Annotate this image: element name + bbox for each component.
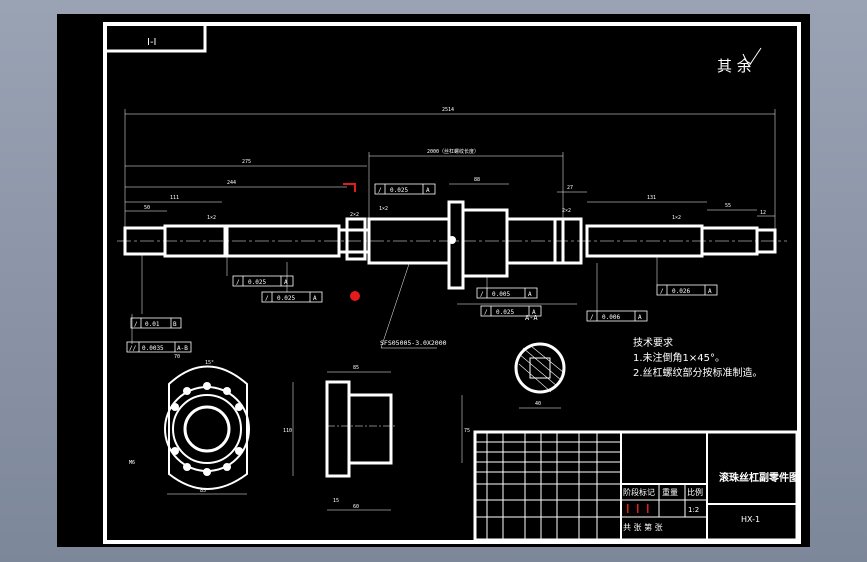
- dim-88: 88: [474, 177, 480, 183]
- svg-text:0.0035: 0.0035: [142, 345, 164, 352]
- flange-dim: 70: [174, 354, 180, 360]
- drawing-canvas: I-I 其 余 2514 2000（丝杠螺纹长度） 275 244 111 50: [103, 22, 801, 544]
- svg-text:0.01: 0.01: [145, 321, 160, 328]
- nut-side-view: 85 110 75 15 60: [283, 365, 470, 511]
- drawing-border: [103, 22, 801, 544]
- flange-dim: 15°: [205, 360, 214, 366]
- svg-text:0.025: 0.025: [496, 309, 514, 316]
- tech-req-title: 技术要求: [633, 336, 673, 349]
- nut-dim: 75: [464, 428, 470, 434]
- view-label: I-I: [147, 37, 157, 48]
- screw-shaft: [123, 200, 777, 290]
- drawing-title: 滚珠丝杠副零件图: [719, 471, 799, 484]
- svg-text:0.006: 0.006: [602, 314, 620, 321]
- tolerance-frame: / 0.025 A: [480, 305, 542, 317]
- chamfer-label: 1×2: [379, 206, 388, 212]
- overall-length: 2514: [442, 107, 454, 113]
- svg-text:/: /: [265, 295, 269, 302]
- ball-nut-body: [461, 208, 509, 278]
- tolerance-frame: / 0.025 A: [232, 275, 294, 287]
- svg-text:0.025: 0.025: [248, 279, 266, 286]
- tolerance-frame: / 0.026 A: [656, 284, 718, 296]
- view-label-box: [105, 22, 207, 53]
- svg-text:A: A: [313, 295, 317, 302]
- thread-length: 2000（丝杠螺纹长度）: [427, 148, 479, 155]
- section-label: A-A: [525, 314, 538, 322]
- roughness-note: 其 余: [717, 57, 752, 75]
- tolerance-frames: / 0.025 A / 0.025 A / 0.025: [126, 183, 718, 353]
- tolerance-frame: / 0.006 A: [586, 310, 648, 322]
- svg-text:/: /: [660, 288, 664, 295]
- svg-text:0.025: 0.025: [390, 187, 408, 194]
- chamfer-label: 2×2: [562, 208, 571, 214]
- section-marker-red: [343, 183, 356, 192]
- dim-244: 244: [227, 180, 236, 186]
- svg-text:/: /: [590, 314, 594, 321]
- tolerance-frame: / 0.025 A: [374, 183, 436, 195]
- tech-req-item: 1.未注倒角1×45°。: [633, 351, 725, 364]
- svg-text:/: /: [378, 187, 382, 194]
- nut-flange: [447, 200, 465, 290]
- chamfer-label: 1×2: [672, 215, 681, 221]
- section-view: 40: [514, 342, 566, 409]
- svg-text:B: B: [173, 321, 177, 328]
- chamfer-label: 1×2: [207, 215, 216, 221]
- nut-dim: 60: [353, 504, 359, 510]
- dim-50: 50: [144, 205, 150, 211]
- nut-dim: 85: [353, 365, 359, 371]
- weight-label: 重量: [662, 487, 678, 497]
- roughness-symbol: [742, 47, 762, 67]
- dim-275: 275: [242, 159, 251, 165]
- tech-req-item: 2.丝杠螺纹部分按标准制造。: [633, 366, 763, 379]
- svg-text:0.005: 0.005: [492, 291, 510, 298]
- svg-text:A: A: [708, 288, 712, 295]
- tolerance-frame: / 0.005 A: [476, 287, 538, 299]
- svg-text:/: /: [134, 321, 138, 328]
- stage-label: 阶段标记: [623, 487, 655, 497]
- title-block: 滚珠丝杠副零件图 HX-1 阶段标记 重量 比例 1:2 共 张 第 张: [473, 430, 799, 542]
- section-marker-red-dot: [350, 291, 360, 301]
- tolerance-frame: / 0.01 B: [130, 317, 182, 329]
- svg-text:A: A: [426, 187, 430, 194]
- svg-text:/: /: [480, 291, 484, 298]
- section-dim: 40: [535, 401, 541, 407]
- svg-text:A: A: [532, 309, 536, 316]
- scale-value: 1:2: [688, 506, 699, 514]
- nut-dim: 110: [283, 428, 292, 434]
- svg-text:/: /: [236, 279, 240, 286]
- dim-12: 12: [760, 210, 766, 216]
- svg-text:A-B: A-B: [177, 345, 188, 352]
- flange-view: 85 70 15° M6: [129, 354, 250, 495]
- svg-text:A: A: [638, 314, 642, 321]
- chamfer-label: 2×2: [350, 212, 359, 218]
- part-callout: SFS05005-3.0X2000: [380, 339, 447, 347]
- svg-text://: //: [129, 345, 137, 352]
- svg-text:0.025: 0.025: [277, 295, 295, 302]
- scale-label: 比例: [687, 487, 703, 497]
- flange-dim: 85: [200, 488, 206, 494]
- drawing-number: HX-1: [741, 515, 760, 524]
- dim-131: 131: [647, 195, 656, 201]
- tolerance-frame: // 0.0035 A-B: [126, 341, 192, 353]
- sheet-label: 共 张 第 张: [623, 522, 663, 532]
- nut-dim: 15: [333, 498, 339, 504]
- svg-text:0.026: 0.026: [672, 288, 690, 295]
- ball-marker: [448, 236, 456, 244]
- svg-text:A: A: [528, 291, 532, 298]
- tolerance-frame: / 0.025 A: [261, 291, 323, 303]
- dim-55: 55: [725, 203, 731, 209]
- drawing-sheet: I-I 其 余 2514 2000（丝杠螺纹长度） 275 244 111 50: [57, 14, 810, 547]
- flange-dim: M6: [129, 460, 135, 466]
- svg-text:A: A: [284, 279, 288, 286]
- dim-111: 111: [170, 195, 179, 201]
- dim-27: 27: [567, 185, 573, 191]
- svg-text:/: /: [484, 309, 488, 316]
